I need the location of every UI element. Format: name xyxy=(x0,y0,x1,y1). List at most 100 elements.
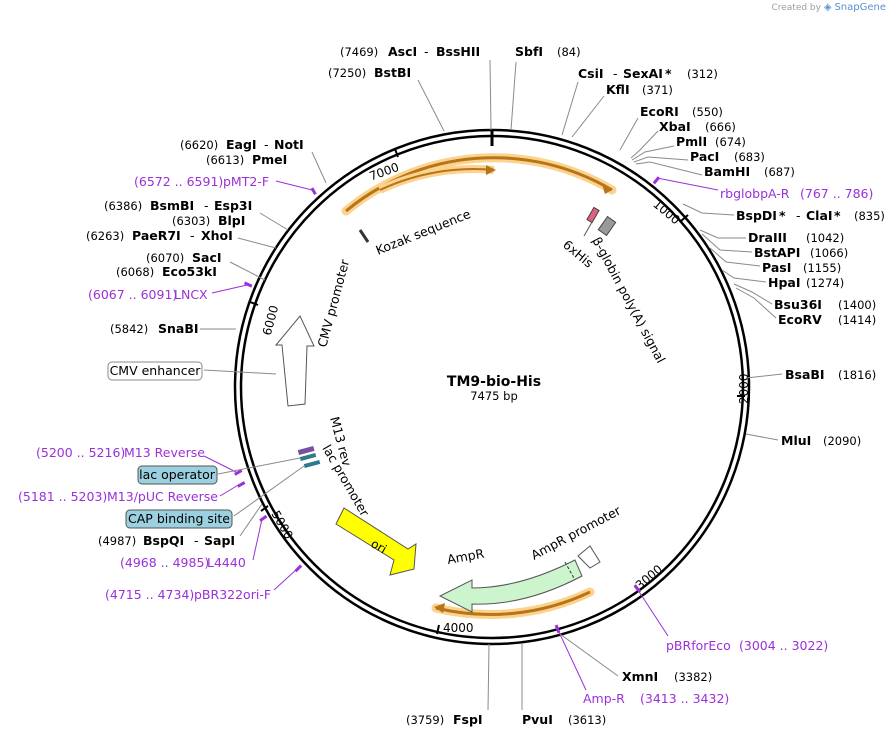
site-num-pmeI: (6613) xyxy=(206,153,244,167)
site-num-ecoRV: (1414) xyxy=(838,313,876,327)
leader-pbr322ori xyxy=(273,568,298,591)
primer-name-lncx[interactable]: LNCX xyxy=(174,287,208,302)
site-num-eagI: (6620) xyxy=(180,138,218,152)
orf-arrowhead-bottom xyxy=(434,603,445,613)
site-name-sexAI[interactable]: SexAI xyxy=(623,66,663,81)
orf-arc-top xyxy=(341,153,617,216)
site-name-pvuI[interactable]: PvuI xyxy=(522,712,553,727)
site-name-bspQI[interactable]: BspQI xyxy=(143,533,184,548)
site-name-notI[interactable]: NotI xyxy=(274,137,304,152)
leader-bsaBI xyxy=(745,373,783,379)
primer-name-pbr322ori[interactable]: pBR322ori-F xyxy=(194,587,271,602)
site-name-claI[interactable]: ClaI xyxy=(806,208,833,223)
primer-name-pmt2[interactable]: pMT2-F xyxy=(223,174,269,189)
site-name-xhoI[interactable]: XhoI xyxy=(201,228,233,243)
leader-fspI xyxy=(487,643,490,711)
site-name-hpaI[interactable]: HpaI xyxy=(768,275,801,290)
leader-draIII xyxy=(699,229,746,239)
leader-bsmBI xyxy=(259,212,289,231)
site-name-pmlI[interactable]: PmlI xyxy=(676,134,707,149)
leader-ascI xyxy=(489,59,492,131)
site-name-ascI[interactable]: AscI xyxy=(388,44,417,59)
cmv-enhancer-box[interactable] xyxy=(107,361,203,381)
site-name-draIII[interactable]: DraIII xyxy=(748,230,787,245)
primer-labels: (6572 .. 6591) pMT2-F rbglobpA-R (767 ..… xyxy=(18,174,873,706)
site-num-snaBI: (5842) xyxy=(110,322,148,336)
site-name-blpI[interactable]: BlpI xyxy=(218,213,245,228)
primer-name-l4440[interactable]: L4440 xyxy=(207,555,246,570)
primer-range-pbrforeco: (3004 .. 3022) xyxy=(739,638,828,653)
site-name-bsu36I[interactable]: Bsu36I xyxy=(774,297,822,312)
site-num-hpaI: (1274) xyxy=(806,276,844,290)
site-name-fspI[interactable]: FspI xyxy=(453,712,483,727)
site-num-csiI: (312) xyxy=(687,67,718,81)
leader-bstBI xyxy=(417,79,445,132)
leader-cmv-enhancer xyxy=(203,369,277,375)
leader-sacI xyxy=(229,261,266,281)
site-name-bsmBI[interactable]: BsmBI xyxy=(150,198,194,213)
site-name-kflI[interactable]: KflI xyxy=(606,82,630,97)
primer-name-rbglobpa[interactable]: rbglobpA-R xyxy=(720,186,790,201)
site-name-bstBI[interactable]: BstBI xyxy=(374,65,411,80)
site-sep-eagI: - xyxy=(264,137,269,152)
cap-binding-site-box[interactable] xyxy=(125,509,233,529)
site-name-csiI[interactable]: CsiI xyxy=(578,66,604,81)
site-name-xmnI[interactable]: XmnI xyxy=(622,669,658,684)
primer-name-amp-r[interactable]: Amp-R xyxy=(583,691,625,706)
site-name-xbaI[interactable]: XbaI xyxy=(659,119,691,134)
site-sep-csiI: - xyxy=(613,66,618,81)
tick-label-2000: 2000 xyxy=(737,373,751,404)
site-sep-paeR7I: - xyxy=(190,228,195,243)
primer-name-pbrforeco[interactable]: pBRforEco xyxy=(666,638,731,653)
primer-name-m13-puc[interactable]: M13/pUC Reverse xyxy=(107,489,218,504)
site-num-sacI: (6070) xyxy=(146,251,184,265)
primer-mark-pmt2 xyxy=(310,187,317,195)
lac-operator-box[interactable] xyxy=(137,465,218,485)
site-name-bsshII[interactable]: BssHII xyxy=(436,44,480,59)
site-num-ascI: (7469) xyxy=(340,45,378,59)
primer-range-m13-reverse: (5200 .. 5216) xyxy=(36,445,125,460)
site-name-sacI[interactable]: SacI xyxy=(192,250,222,265)
site-name-snaBI[interactable]: SnaBI xyxy=(158,321,199,336)
site-name-ecoRV[interactable]: EcoRV xyxy=(778,312,822,327)
tick-label-4000: 4000 xyxy=(443,621,474,635)
site-num-bsmBI: (6386) xyxy=(104,199,142,213)
primer-mark-m13-reverse xyxy=(234,469,243,476)
site-name-paeR7I[interactable]: PaeR7I xyxy=(132,228,181,243)
site-name-pasI[interactable]: PasI xyxy=(762,260,791,275)
site-name-eco53kI[interactable]: Eco53kI xyxy=(162,264,217,279)
site-num-xmnI: (3382) xyxy=(674,670,712,684)
site-name-mluI[interactable]: MluI xyxy=(781,433,811,448)
tick-label-1000: 1000 xyxy=(650,197,682,227)
plasmid-length: 7475 bp xyxy=(470,389,518,403)
site-name-bsaBI[interactable]: BsaBI xyxy=(785,367,825,382)
site-name-pmeI[interactable]: PmeI xyxy=(252,152,287,167)
primer-name-m13-reverse[interactable]: M13 Reverse xyxy=(124,445,205,460)
site-name-pacI[interactable]: PacI xyxy=(690,149,719,164)
leader-pacI xyxy=(633,156,689,163)
site-name-eagI[interactable]: EagI xyxy=(226,137,257,152)
site-name-sapI[interactable]: SapI xyxy=(204,533,235,548)
leader-pmt2 xyxy=(275,180,313,191)
site-name-bamHI[interactable]: BamHI xyxy=(704,164,750,179)
leader-hpaI xyxy=(721,269,767,283)
site-name-sbfI[interactable]: SbfI xyxy=(515,44,543,59)
leader-l4440 xyxy=(252,518,263,561)
leader-csiI xyxy=(561,81,579,136)
site-name-ecoRI[interactable]: EcoRI xyxy=(640,104,679,119)
primer-mark-pbrforeco xyxy=(633,584,642,593)
site-star-claI: * xyxy=(834,208,841,223)
site-num-kflI: (371) xyxy=(642,83,673,97)
site-name-esp3I[interactable]: Esp3I xyxy=(214,198,252,213)
leader-mluI xyxy=(745,433,779,441)
tick-label-6000: 6000 xyxy=(260,304,281,337)
primer-range-pmt2: (6572 .. 6591) xyxy=(134,174,223,189)
site-name-bspDI[interactable]: BspDI xyxy=(736,208,777,223)
boxed-feature-labels: CMV enhancer lac operator CAP binding si… xyxy=(107,361,305,529)
globin-label: β-globin poly(A) signal xyxy=(589,234,668,365)
site-num-bsaBI: (1816) xyxy=(838,368,876,382)
leader-m13-reverse xyxy=(203,455,237,473)
primer-range-lncx: (6067 .. 6091) xyxy=(88,287,177,302)
primer-range-pbr322ori: (4715 .. 4734) xyxy=(105,587,194,602)
site-name-bstAPI[interactable]: BstAPI xyxy=(754,245,800,260)
